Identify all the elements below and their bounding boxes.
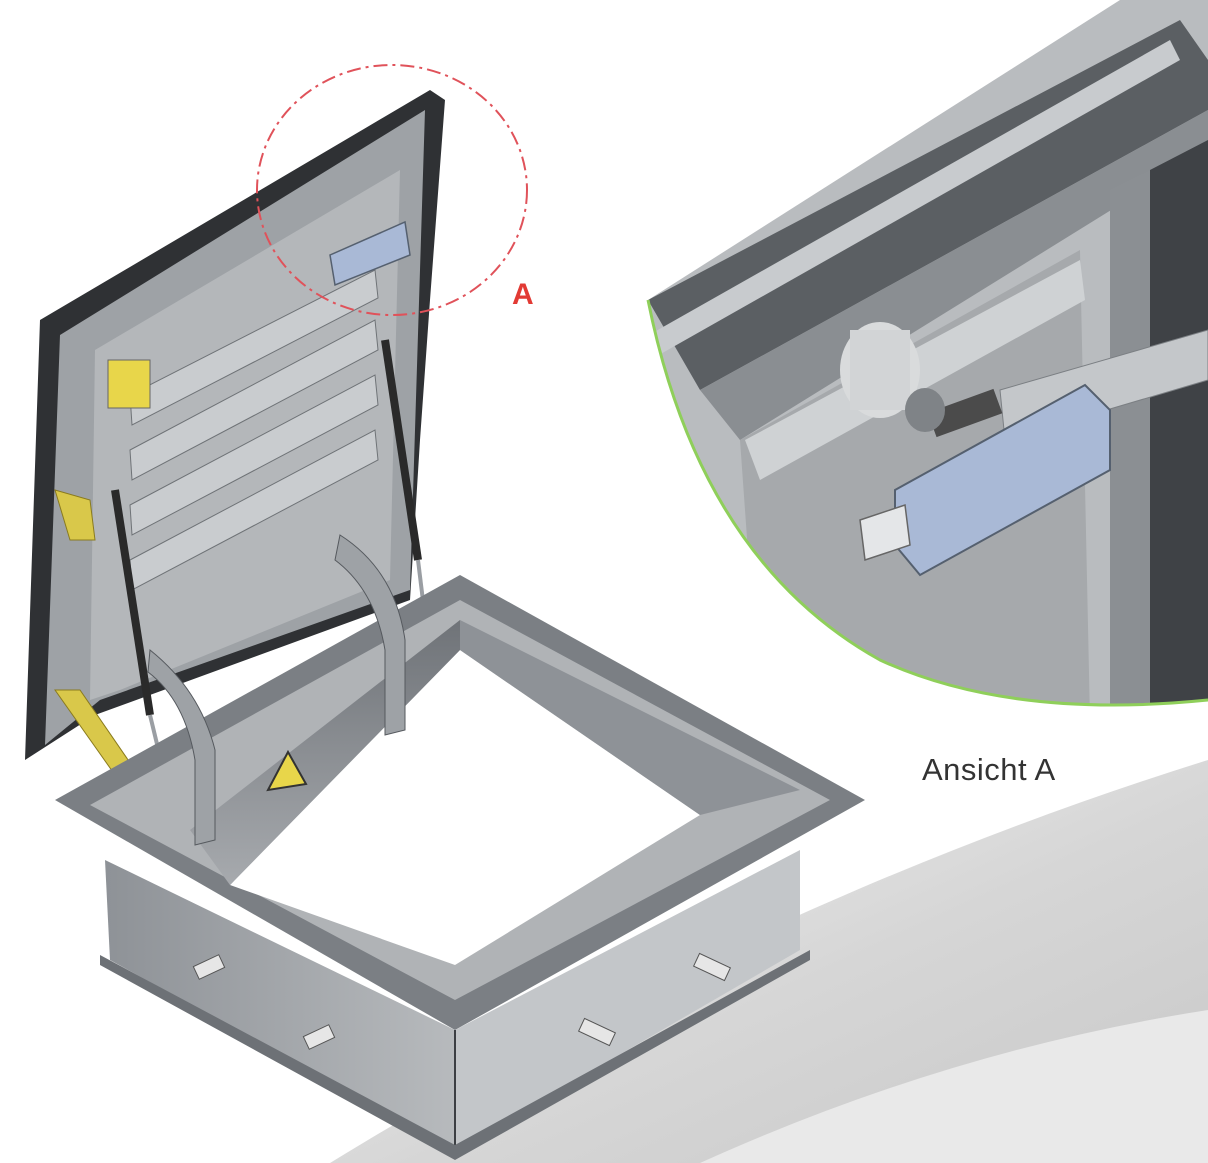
yellow-bracket xyxy=(54,489,96,541)
callout-circle-a xyxy=(256,64,528,316)
detail-view-label: Ansicht A xyxy=(922,752,1056,787)
warning-triangle-icon xyxy=(266,749,308,792)
hatch-lid xyxy=(25,90,445,760)
caution-label-icon xyxy=(107,359,151,409)
hatch-frame xyxy=(55,534,865,1160)
latch-icon xyxy=(859,383,1111,577)
detail-view-a xyxy=(648,0,1208,705)
background-swoosh-light xyxy=(700,1010,1208,1163)
callout-label-a: A xyxy=(512,278,534,311)
